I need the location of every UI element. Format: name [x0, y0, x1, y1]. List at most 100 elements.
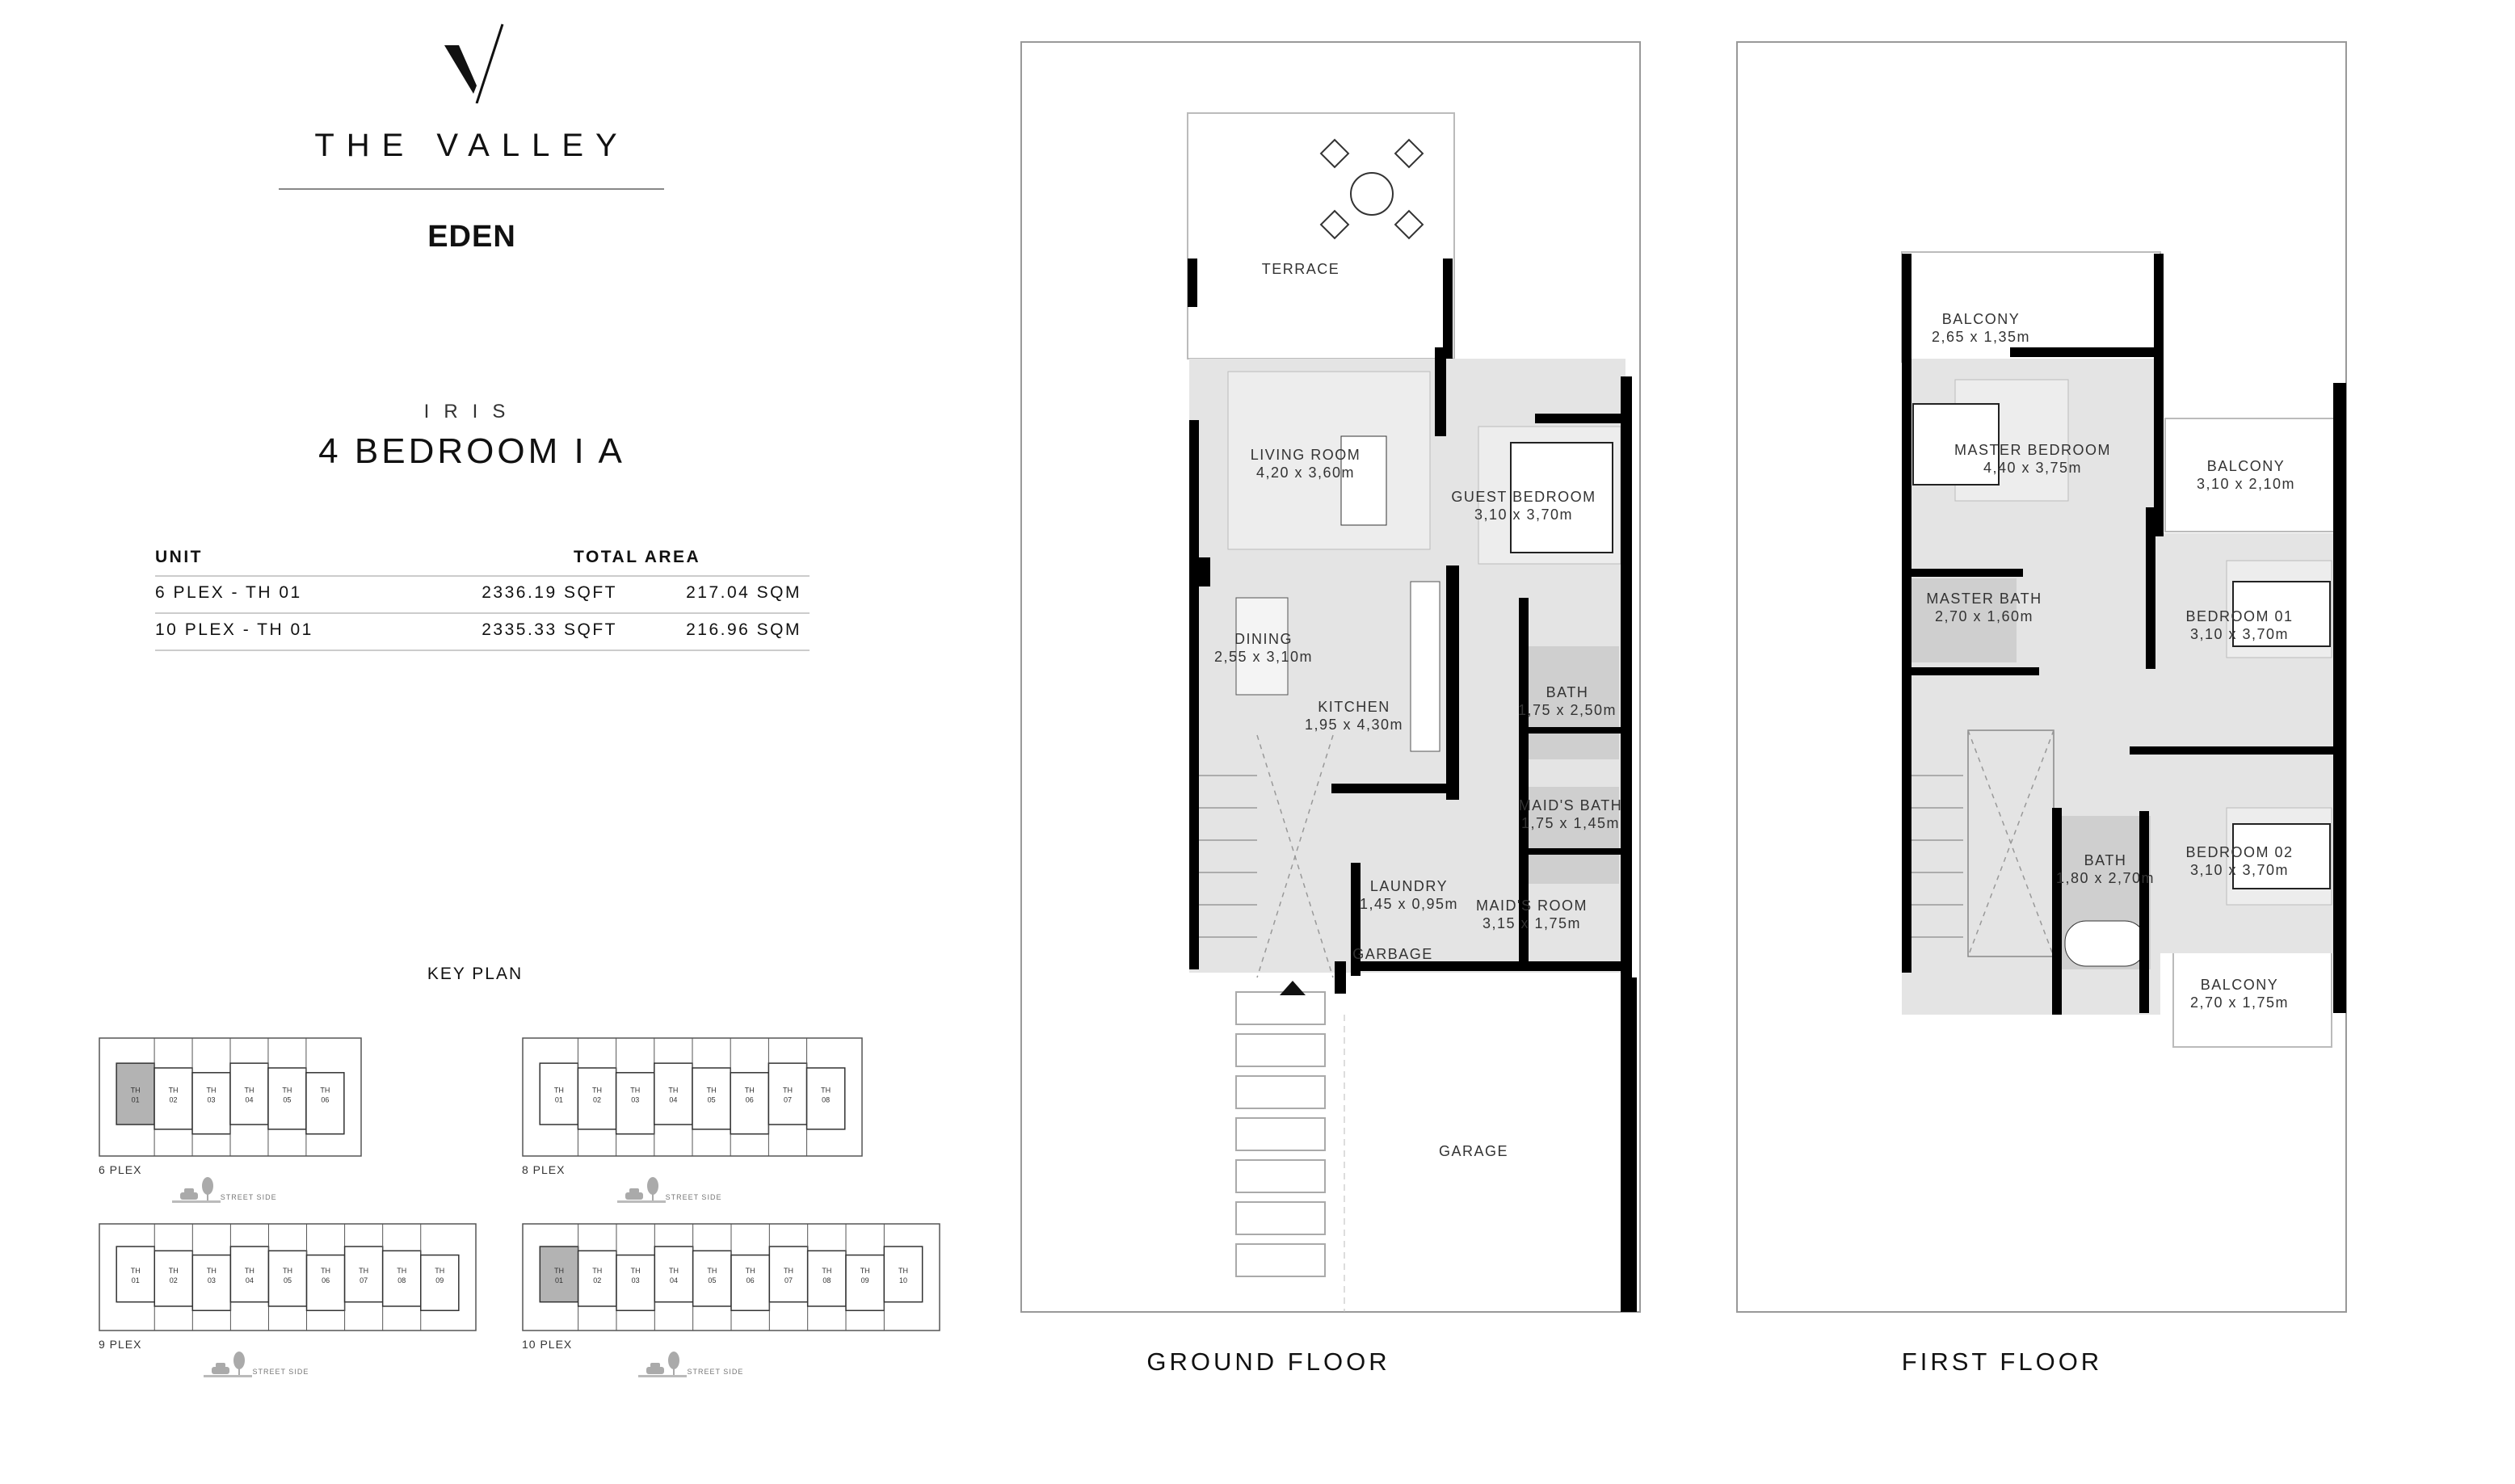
townhouse-unit: [419, 1254, 460, 1311]
room-size: 3,10 x 3,70m: [2189, 862, 2290, 878]
townhouse-unit: [730, 1072, 770, 1135]
unit-label: 02: [170, 1276, 178, 1284]
key-plan-label: 9 PLEX: [99, 1338, 142, 1351]
unit-label: TH: [207, 1267, 217, 1275]
first-floor-plan: [1736, 41, 2347, 1313]
stairs: [1910, 729, 2054, 957]
townhouse-unit: [768, 1062, 808, 1125]
room-name: BEDROOM 02: [2185, 844, 2294, 860]
unit-label: TH: [592, 1267, 602, 1275]
unit-label: TH: [669, 1267, 679, 1275]
unit-label: 07: [360, 1276, 368, 1284]
unit-label: TH: [169, 1087, 179, 1095]
room-size: 1,75 x 2,50m: [1517, 702, 1617, 718]
unit-label: 04: [669, 1096, 677, 1104]
room-size: 2,65 x 1,35m: [1931, 329, 2031, 345]
room-name: BALCONY: [2206, 458, 2286, 474]
room-size: 2,55 x 3,10m: [1213, 649, 1314, 665]
room-name: GUEST BEDROOM: [1451, 489, 1596, 505]
townhouse-unit: [806, 1250, 847, 1307]
unit-label: 03: [208, 1096, 216, 1104]
townhouse-unit: [154, 1250, 194, 1307]
car-tree-icon: [204, 1352, 253, 1377]
unit-label: 09: [435, 1276, 444, 1284]
street-side-label: STREET SIDE: [665, 1193, 722, 1201]
balcony-area: [1901, 251, 2161, 363]
room-label: GARAGE: [1439, 1142, 1508, 1160]
dining-table-icon: [1235, 597, 1289, 696]
car-tree-icon: [171, 1177, 221, 1203]
room-name: MAID'S BATH: [1518, 797, 1623, 813]
unit-label: TH: [631, 1267, 641, 1275]
walls: [1188, 259, 1637, 1312]
unit-label: 03: [631, 1096, 639, 1104]
master-bed-icon: [1912, 403, 2000, 486]
unit-label: 07: [784, 1096, 792, 1104]
unit-cell: 10 PLEX - TH 01: [155, 620, 313, 639]
ground-floor-plan: [1020, 41, 1641, 1313]
master-bath-floor: [1911, 578, 2017, 662]
street-side-label: STREET SIDE: [687, 1368, 744, 1376]
unit-label: 01: [132, 1096, 140, 1104]
unit-label: TH: [745, 1087, 755, 1095]
unit-label: 08: [397, 1276, 406, 1284]
street-side-indicator: STREET SIDE: [638, 1351, 743, 1378]
unit-label: 06: [322, 1276, 330, 1284]
townhouse-unit: [616, 1254, 656, 1311]
room-name: LIVING ROOM: [1250, 447, 1361, 463]
unit-label: 07: [784, 1276, 793, 1284]
room-label: LIVING ROOM 4,20 x 3,60m: [1251, 446, 1361, 481]
bed01-icon: [2232, 581, 2331, 647]
room-size: 1,75 x 1,45m: [1520, 815, 1621, 831]
room-label: MAID'S BATH 1,75 x 1,45m: [1519, 797, 1623, 832]
room-size: 4,20 x 3,60m: [1255, 465, 1356, 481]
first-floor-title: FIRST FLOOR: [1901, 1347, 2103, 1376]
sqm-cell: 216.96 SQM: [686, 620, 801, 639]
street-side-label: STREET SIDE: [220, 1193, 277, 1201]
unit-label: TH: [169, 1267, 179, 1275]
table-header: UNIT TOTAL AREA: [155, 546, 810, 577]
unit-label: TH: [630, 1087, 640, 1095]
unit-label: TH: [554, 1087, 564, 1095]
townhouse-unit: [381, 1250, 422, 1307]
entrance-arrow-icon: [1280, 981, 1306, 995]
unit-label: 01: [555, 1276, 563, 1284]
unit-label: 04: [245, 1096, 253, 1104]
table-row: 6 PLEX - TH 01 2336.19 SQFT 217.04 SQM: [155, 577, 810, 614]
sqft-cell: 2335.33 SQFT: [482, 620, 617, 639]
key-plan-label: 8 PLEX: [522, 1163, 566, 1176]
street-side-indicator: STREET SIDE: [204, 1351, 309, 1378]
room-name: BATH: [1546, 684, 1589, 700]
unit-label: 05: [708, 1096, 716, 1104]
unit-label: TH: [321, 1267, 330, 1275]
unit-label: TH: [131, 1267, 141, 1275]
unit-label: 03: [208, 1276, 216, 1284]
townhouse-unit: [768, 1246, 809, 1303]
room-size: 3,10 x 3,70m: [2189, 626, 2290, 642]
plot-boundary: [1020, 41, 1641, 1313]
total-area-header: TOTAL AREA: [574, 548, 701, 566]
unit-label: TH: [784, 1267, 793, 1275]
room-name: MASTER BATH: [1926, 591, 2042, 607]
room-size: 1,80 x 2,70m: [2055, 870, 2155, 886]
townhouse-unit: [305, 1072, 345, 1135]
unit-label: TH: [282, 1087, 292, 1095]
unit-label: 04: [246, 1276, 254, 1284]
townhouse-unit: [577, 1250, 617, 1307]
unit-cell: 6 PLEX - TH 01: [155, 583, 302, 602]
unit-label: TH: [822, 1267, 831, 1275]
unit-label: TH: [435, 1267, 444, 1275]
room-size: 2,70 x 1,75m: [2189, 994, 2290, 1011]
car-tree-icon: [638, 1352, 688, 1377]
townhouse-unit: [692, 1250, 732, 1307]
townhouse-unit: [805, 1067, 846, 1130]
room-name: BATH: [2084, 852, 2127, 868]
room-name: GARAGE: [1438, 1143, 1509, 1159]
townhouse-unit: [229, 1062, 269, 1125]
